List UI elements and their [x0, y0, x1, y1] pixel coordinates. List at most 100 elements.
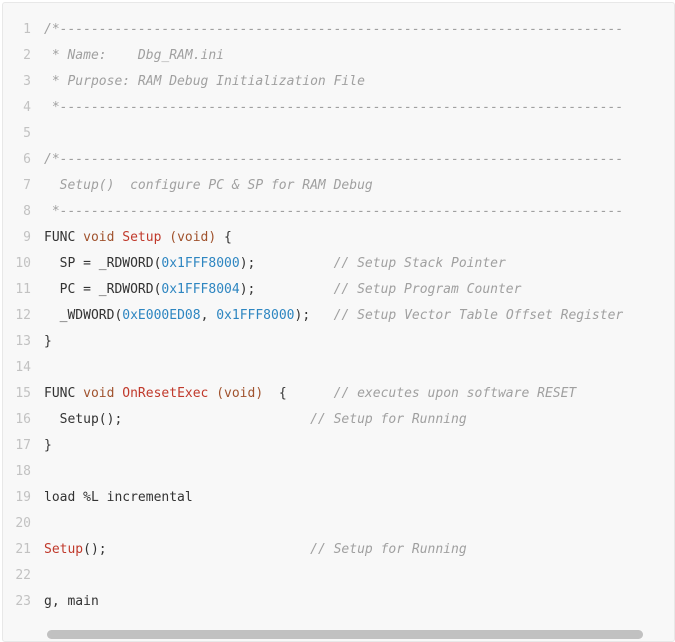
code-line: 22 — [3, 563, 674, 589]
code-token-plain: ); — [239, 282, 334, 297]
code-line: 19 load %L incremental — [3, 485, 674, 511]
code-text: * Name: Dbg_RAM.ini — [44, 43, 224, 69]
code-token-plain: , — [200, 308, 217, 323]
line-number: 20 — [15, 516, 31, 531]
code-token-plain: } — [44, 438, 52, 453]
code-text: Setup(); // Setup for Running — [44, 407, 467, 433]
code-text: } — [44, 329, 52, 355]
code-line: 13} — [3, 329, 674, 355]
code-token-comment: *---------------------------------------… — [44, 100, 624, 115]
code-text: Setup(); // Setup for Running — [44, 537, 467, 563]
line-number: 1 — [23, 22, 31, 37]
line-number: 12 — [15, 308, 31, 323]
line-number: 6 — [23, 152, 31, 167]
line-number: 2 — [23, 48, 31, 63]
code-token-plain: } — [44, 334, 52, 349]
code-text: PC = _RDWORD(0x1FFF8004); // Setup Progr… — [44, 277, 522, 303]
code-line: 8 *-------------------------------------… — [3, 199, 674, 225]
line-number: 17 — [15, 438, 31, 453]
code-token-num: 0x1FFF8000 — [161, 256, 240, 271]
code-line: 2 * Name: Dbg_RAM.ini — [3, 43, 674, 69]
code-line: 4 *-------------------------------------… — [3, 95, 674, 121]
code-token-plain: FUNC — [44, 230, 84, 245]
code-line: 11 PC = _RDWORD(0x1FFF8004); // Setup Pr… — [3, 277, 674, 303]
code-token-comment: *---------------------------------------… — [44, 204, 624, 219]
code-token-type: void — [83, 230, 115, 245]
code-line: 5 — [3, 121, 674, 147]
scrollbar-thumb[interactable] — [47, 630, 643, 639]
code-line: 6 /*-------------------------------------… — [3, 147, 674, 173]
code-token-comment: // Setup for Running — [310, 412, 467, 427]
line-number: 10 — [15, 256, 31, 271]
line-number: 8 — [23, 204, 31, 219]
line-number: 18 — [15, 464, 31, 479]
code-token-num: 0x1FFF8000 — [216, 308, 295, 323]
code-line: 10 SP = _RDWORD(0x1FFF8000); // Setup St… — [3, 251, 674, 277]
code-line: 9 FUNC void Setup (void) { — [3, 225, 674, 251]
code-line: 23 g, main — [3, 589, 674, 615]
code-text: g, main — [44, 589, 99, 615]
line-number: 7 — [23, 178, 31, 193]
code-token-comment: /*--------------------------------------… — [44, 152, 624, 167]
code-token-func: Setup — [122, 230, 162, 245]
line-number: 9 — [23, 230, 31, 245]
code-text: FUNC void Setup (void) { — [44, 225, 232, 251]
code-token-comment: // Setup for Running — [310, 542, 467, 557]
code-token-num: 0x1FFF8004 — [161, 282, 240, 297]
code-token-type: (void) — [216, 386, 264, 401]
code-token-plain: FUNC — [44, 386, 84, 401]
line-number: 21 — [15, 542, 31, 557]
code-token-comment: // Setup Program Counter — [333, 282, 522, 297]
line-number: 22 — [15, 568, 31, 583]
code-line: 7 Setup() configure PC & SP for RAM Debu… — [3, 173, 674, 199]
code-token-plain: { — [263, 386, 334, 401]
code-text: /*--------------------------------------… — [44, 17, 623, 43]
code-token-type: (void) — [169, 230, 217, 245]
code-token-plain: _WDWORD( — [44, 308, 123, 323]
code-lines: 1 /*-------------------------------------… — [3, 17, 674, 615]
code-token-comment: // executes upon software RESET — [333, 386, 577, 401]
code-token-plain: PC = _RDWORD( — [44, 282, 162, 297]
line-number: 16 — [15, 412, 31, 427]
code-token-comment: /*--------------------------------------… — [44, 22, 624, 37]
code-text: load %L incremental — [44, 485, 193, 511]
code-token-type: void — [83, 386, 115, 401]
code-token-func: OnResetExec — [122, 386, 209, 401]
code-token-plain: SP = _RDWORD( — [44, 256, 162, 271]
code-text: /*--------------------------------------… — [44, 147, 623, 173]
code-line: 20 — [3, 511, 674, 537]
line-number: 4 — [23, 100, 31, 115]
code-token-comment: * Purpose: RAM Debug Initialization File — [44, 74, 365, 89]
code-token-plain: ); — [294, 308, 334, 323]
code-token-plain: load %L incremental — [44, 490, 193, 505]
code-line: 14 — [3, 355, 674, 381]
line-number: 23 — [15, 594, 31, 609]
line-number: 13 — [15, 334, 31, 349]
line-number: 15 — [15, 386, 31, 401]
code-token-plain: g, main — [44, 594, 99, 609]
code-line: 16 Setup(); // Setup for Running — [3, 407, 674, 433]
code-line: 1 /*-------------------------------------… — [3, 17, 674, 43]
code-token-plain: (); — [83, 542, 311, 557]
code-token-plain: { — [216, 230, 232, 245]
code-text: } — [44, 433, 52, 459]
line-number: 11 — [15, 282, 31, 297]
code-line: 18 — [3, 459, 674, 485]
code-text: * Purpose: RAM Debug Initialization File — [44, 69, 365, 95]
code-text: *---------------------------------------… — [44, 199, 623, 225]
code-token-func: Setup — [44, 542, 84, 557]
code-token-plain: Setup(); — [44, 412, 311, 427]
horizontal-scrollbar[interactable] — [43, 630, 647, 639]
code-text: Setup() configure PC & SP for RAM Debug — [44, 173, 373, 199]
code-token-comment: // Setup Stack Pointer — [333, 256, 506, 271]
code-line: 12 _WDWORD(0xE000ED08, 0x1FFF8000); // S… — [3, 303, 674, 329]
line-number: 5 — [23, 126, 31, 141]
line-number: 14 — [15, 360, 31, 375]
code-line: 17} — [3, 433, 674, 459]
line-number: 19 — [15, 490, 31, 505]
code-text: FUNC void OnResetExec (void) { // execut… — [44, 381, 576, 407]
code-line: 21 Setup(); // Setup for Running — [3, 537, 674, 563]
code-line: 15 FUNC void OnResetExec (void) { // exec… — [3, 381, 674, 407]
code-token-plain: ); — [239, 256, 334, 271]
